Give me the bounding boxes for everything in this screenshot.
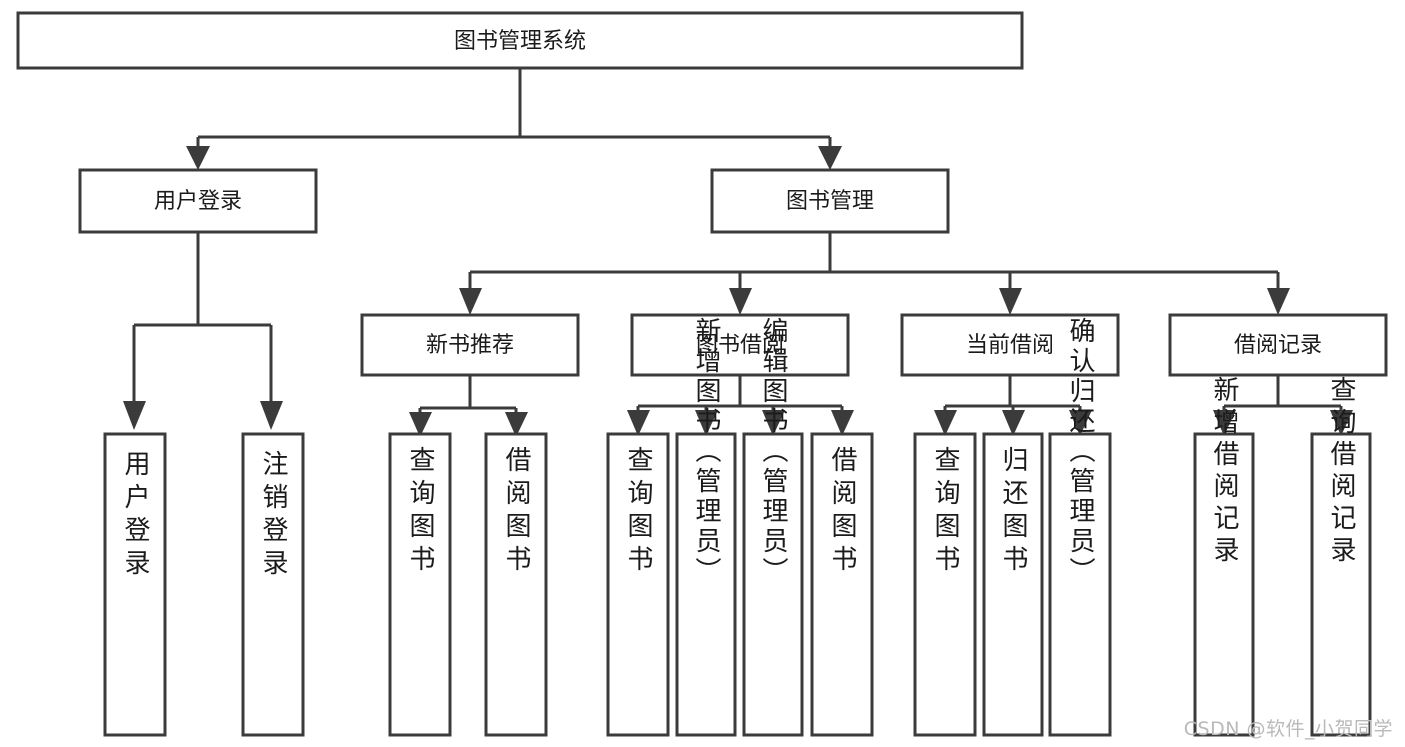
node-book-manage-box[interactable] [710,168,950,234]
leaf-logout-login-label: 注销登录 [258,450,288,582]
leaf-query-book-1-box[interactable] [388,432,452,737]
node-book-borrow[interactable]: 图书借阅 [630,313,850,377]
arrow-head-icon [762,410,785,436]
arrow-head-icon [1213,410,1236,436]
leaf-borrow-book-2[interactable]: 借阅图书 [810,432,874,737]
arrow-head-icon [409,412,432,437]
node-book-manage-label: 图书管理 [786,189,874,214]
leaf-return-book-label: 归还图书 [998,446,1028,578]
node-current-borrow-box[interactable] [900,313,1120,377]
leaf-borrow-book-1-label: 借阅图书 [501,446,531,578]
node-book-borrow-box[interactable] [630,313,850,377]
node-borrow-record-label: 借阅记录 [1234,333,1322,358]
leaf-query-book-3-label: 查询图书 [930,446,960,578]
node-borrow-record-box[interactable] [1168,313,1388,377]
leaf-add-record[interactable]: 新增借阅记录 [1193,376,1255,737]
node-new-book-recommend-label: 新书推荐 [426,333,514,358]
node-user-login-box[interactable] [78,168,318,234]
leaf-query-book-1-label: 查询图书 [405,446,435,578]
node-current-borrow-label: 当前借阅 [966,333,1054,358]
arrow-head-icon [831,410,854,436]
leaf-return-book[interactable]: 归还图书 [982,432,1044,737]
leaf-confirm-return-box[interactable] [1048,432,1112,737]
leaf-add-book-label: 新增图书（管理员） [691,317,721,587]
leaf-query-book-2[interactable]: 查询图书 [606,432,670,737]
leaf-user-login-box[interactable] [103,432,167,737]
arrow-head-icon [695,410,718,436]
node-root-label: 图书管理系统 [454,29,586,54]
leaf-query-book-2-box[interactable] [606,432,670,737]
leaf-query-record-box[interactable] [1310,432,1372,737]
arrow-head-icon [1330,410,1353,436]
arrow-head-icon [505,412,528,437]
arrow-head-icon [123,401,146,430]
leaf-return-book-box[interactable] [982,432,1044,737]
arrow-head-icon [627,410,650,436]
leaf-user-login-label: 用户登录 [120,450,150,582]
leaf-query-book-2-label: 查询图书 [623,446,653,578]
node-root[interactable]: 图书管理系统 [16,11,1024,70]
leaf-confirm-return-label: 确认归还（管理员） [1065,317,1095,587]
leaf-borrow-book-2-box[interactable] [810,432,874,737]
leaf-query-record-label: 查询借阅记录 [1326,376,1356,568]
leaf-user-login[interactable]: 用户登录 [103,432,167,737]
leaf-borrow-book-1[interactable]: 借阅图书 [484,432,548,737]
leaf-logout-login[interactable]: 注销登录 [241,432,305,737]
leaf-edit-book-box[interactable] [742,432,804,737]
leaf-add-record-label: 新增借阅记录 [1209,376,1239,568]
arrow-head-icon [999,288,1022,315]
leaf-query-record[interactable]: 查询借阅记录 [1310,376,1372,737]
leaf-add-book[interactable]: 新增图书（管理员） [675,317,737,737]
leaf-borrow-book-1-box[interactable] [484,432,548,737]
csdn-watermark: CSDN @软件_小贺同学 [1183,718,1393,740]
node-book-borrow-label: 图书借阅 [696,333,784,358]
leaf-borrow-book-2-label: 借阅图书 [827,446,857,578]
leaf-query-book-3[interactable]: 查询图书 [913,432,977,737]
arrow-head-icon [186,146,210,170]
node-current-borrow[interactable]: 当前借阅 [900,313,1120,377]
node-borrow-record[interactable]: 借阅记录 [1168,313,1388,377]
leaf-edit-book-label: 编辑图书（管理员） [758,317,788,587]
leaf-add-book-box[interactable] [675,432,737,737]
node-user-login[interactable]: 用户登录 [78,168,318,234]
arrow-head-icon [1267,288,1290,315]
leaf-logout-login-box[interactable] [241,432,305,737]
node-new-book-recommend[interactable]: 新书推荐 [360,313,580,377]
node-book-manage[interactable]: 图书管理 [710,168,950,234]
leaf-query-book-3-box[interactable] [913,432,977,737]
arrow-head-icon [459,288,482,315]
arrow-head-icon [1069,410,1092,436]
leaf-confirm-return[interactable]: 确认归还（管理员） [1048,317,1112,737]
arrow-head-icon [729,288,752,315]
arrow-head-icon [260,401,283,430]
arrow-head-icon [818,146,842,170]
node-user-login-label: 用户登录 [154,189,242,214]
leaf-edit-book[interactable]: 编辑图书（管理员） [742,317,804,737]
leaf-query-book-1[interactable]: 查询图书 [388,432,452,737]
node-root-box[interactable] [16,11,1024,70]
connector-group [123,68,1353,437]
arrow-head-icon [1002,410,1025,436]
arrow-head-icon [934,410,957,436]
leaf-add-record-box[interactable] [1193,432,1255,737]
node-new-book-recommend-box[interactable] [360,313,580,377]
